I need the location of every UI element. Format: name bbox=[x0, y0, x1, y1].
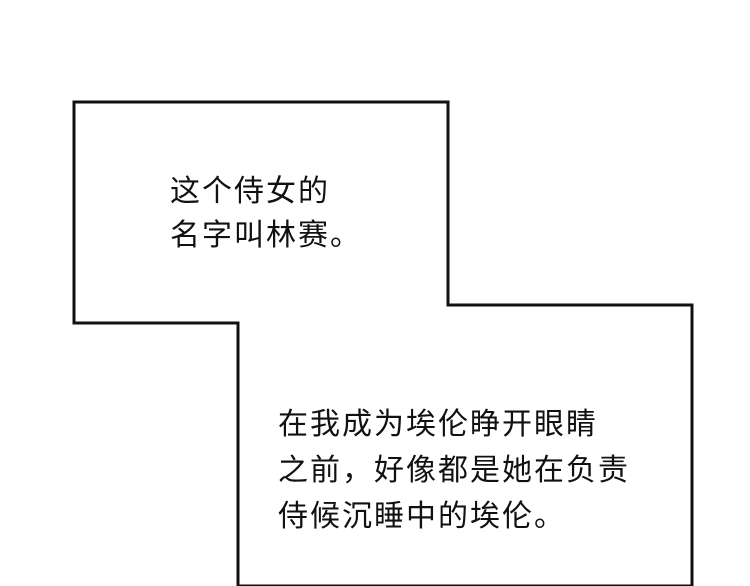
caption-2-line-3: 侍候沉睡中的埃伦。 bbox=[278, 499, 566, 534]
narration-caption-2: 在我成为埃伦睁开眼睛 之前，好像都是她在负责 侍候沉睡中的埃伦。 bbox=[278, 402, 630, 540]
caption-2-line-1: 在我成为埃伦睁开眼睛 bbox=[278, 407, 598, 442]
caption-2-line-2: 之前，好像都是她在负责 bbox=[278, 453, 630, 488]
caption-1-line-2: 名字叫林赛。 bbox=[170, 218, 362, 253]
narration-caption-1: 这个侍女的 名字叫林赛。 bbox=[170, 170, 362, 258]
caption-1-line-1: 这个侍女的 bbox=[170, 174, 330, 209]
